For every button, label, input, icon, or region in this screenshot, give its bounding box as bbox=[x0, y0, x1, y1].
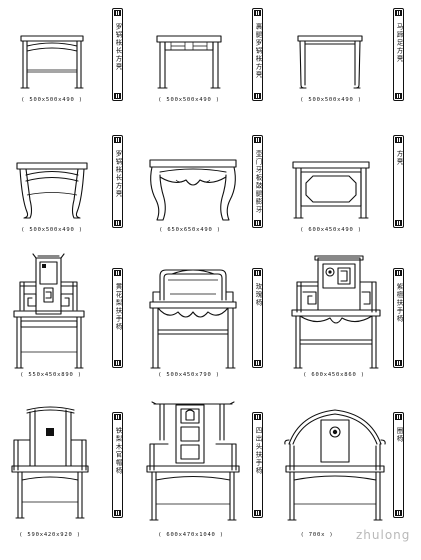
furniture-name: 方凳 bbox=[395, 150, 403, 166]
dimension-label-7: ( 550x450x890 ) bbox=[20, 372, 82, 378]
name-scroll-7: 黄花梨扶手椅 bbox=[112, 268, 123, 368]
dimension-label-11: ( 600x470x1040 ) bbox=[158, 532, 224, 538]
dimension-label-5: ( 650x650x490 ) bbox=[159, 227, 221, 233]
furniture-name: 四出头扶手椅 bbox=[254, 427, 262, 475]
name-scroll-12: 圈椅 bbox=[393, 412, 404, 518]
watermark: zhulong bbox=[356, 528, 411, 542]
name-scroll-3: 马蹄足方凳 bbox=[393, 8, 404, 101]
dimension-label-1: ( 500x500x490 ) bbox=[21, 97, 83, 103]
dimension-label-6: ( 600x450x490 ) bbox=[300, 227, 362, 233]
chair-drawing-7 bbox=[13, 253, 85, 369]
name-scroll-1: 罗锅枨长方凳 bbox=[112, 8, 123, 101]
dimension-label-3: ( 500x500x490 ) bbox=[300, 97, 362, 103]
stool-drawing-2 bbox=[156, 35, 222, 89]
chair-drawing-11 bbox=[146, 401, 240, 521]
name-scroll-11: 四出头扶手椅 bbox=[252, 412, 263, 518]
furniture-name: 铁梨木官帽椅 bbox=[114, 427, 122, 475]
name-scroll-6: 方凳 bbox=[393, 135, 404, 228]
name-scroll-10: 铁梨木官帽椅 bbox=[112, 412, 123, 518]
name-scroll-2: 裹腿罗锅枨方凳 bbox=[252, 8, 263, 101]
dimension-label-10: ( 590x420x920 ) bbox=[19, 532, 81, 538]
furniture-name: 裹腿罗锅枨方凳 bbox=[254, 23, 262, 79]
stool-drawing-3 bbox=[297, 35, 363, 89]
dimension-label-12: ( 700x ) bbox=[300, 532, 334, 538]
furniture-name: 圈椅 bbox=[395, 427, 403, 443]
furniture-name: 罗锅枨长方凳 bbox=[114, 150, 122, 198]
name-scroll-8: 玫瑰椅 bbox=[252, 268, 263, 368]
name-scroll-4: 罗锅枨长方凳 bbox=[112, 135, 123, 228]
stool-drawing-4 bbox=[16, 162, 88, 219]
furniture-name: 紫檀扶手椅 bbox=[395, 283, 403, 323]
chair-drawing-9 bbox=[291, 255, 381, 369]
dimension-label-4: ( 500x500x490 ) bbox=[21, 227, 83, 233]
chair-drawing-12 bbox=[284, 409, 386, 521]
chair-drawing-10 bbox=[11, 406, 89, 519]
stool-drawing-5 bbox=[149, 159, 237, 221]
dimension-label-8: ( 500x450x790 ) bbox=[158, 372, 220, 378]
furniture-name: 黄花梨扶手椅 bbox=[114, 283, 122, 331]
dimension-label-2: ( 500x500x490 ) bbox=[158, 97, 220, 103]
dimension-label-9: ( 600x450x860 ) bbox=[303, 372, 365, 378]
furniture-name: 玫瑰椅 bbox=[254, 283, 262, 307]
furniture-name: 罗锅枨长方凳 bbox=[114, 23, 122, 71]
stool-drawing-1 bbox=[20, 35, 84, 89]
name-scroll-9: 紫檀扶手椅 bbox=[393, 268, 404, 368]
chair-drawing-8 bbox=[149, 269, 237, 369]
furniture-name: 马蹄足方凳 bbox=[395, 23, 403, 63]
stool-drawing-6 bbox=[292, 161, 370, 219]
